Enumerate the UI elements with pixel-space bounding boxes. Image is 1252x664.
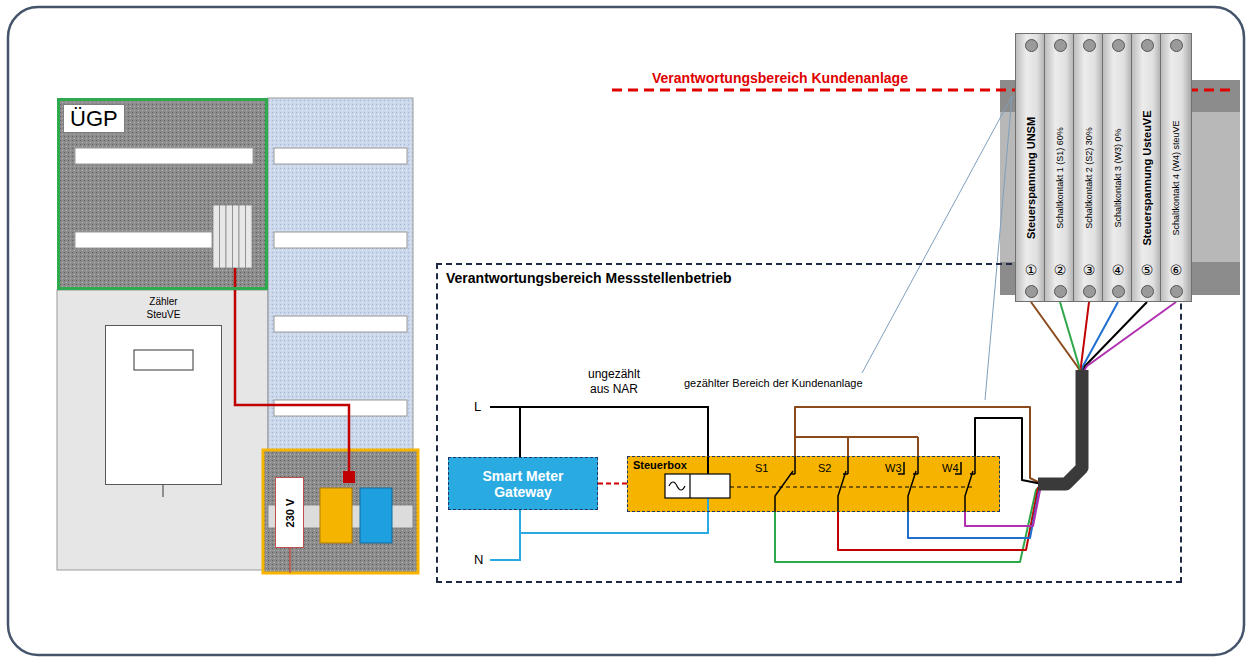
terminal-block: Steuerspannung UNSM ① [1015,33,1047,302]
control-wire [235,268,349,474]
meter-symbol [105,325,222,497]
control-box-fill [627,456,1000,512]
responsibility-region: Verantwortungsbereich Messstellenbetrieb… [436,263,1182,583]
leader-line [862,96,1012,400]
meter-cabinet [274,400,407,416]
terminal-label: Schaltkontakt 2 (S2) 30% [1084,127,1094,229]
callout-label: gezählter Bereich der Kundenanlage [684,376,863,390]
control-field [360,488,392,543]
meter-cabinet [57,290,268,570]
wire-connector [965,302,1176,526]
outer-frame [8,7,1244,655]
wire-connector [775,302,1082,562]
switch-symbol [838,456,848,512]
terminal-number: ③ [1074,262,1104,279]
control-wire [235,268,355,483]
control-wire [343,471,355,483]
terminal-strip-symbol [213,205,252,268]
terminal-strip-symbol [213,205,220,268]
mechanical-link [730,487,975,488]
terminal-number: ⑥ [1161,262,1191,279]
terminal-label: Steuerspannung UNSM [1025,117,1037,239]
meter-symbol [105,325,222,485]
control-field [320,488,352,543]
terminal-block: Schaltkontakt 4 (W4) steuVE ⑥ [1160,33,1192,302]
terminal-block: Schaltkontakt 2 (S2) 30% ③ [1073,33,1105,302]
relay-symbol [665,474,730,498]
signal-link [598,483,627,485]
wire-connector [975,302,1147,484]
wire-note: ungezählt aus NAR [582,367,646,397]
switch-name: S1 [755,461,768,475]
terminal-strip-symbol [233,205,240,268]
meter-cabinet [75,232,212,248]
voltage-label: 230 V [284,498,296,527]
meter-cabinet [274,316,407,332]
meter-symbol [162,485,163,497]
switch-name: W3 [885,461,902,475]
terminal-label: Schaltkontakt 1 (S1) 60% [1055,127,1065,229]
common-feed-wire [795,437,918,456]
terminal-label: Schaltkontakt 3 (W3) 0% [1113,128,1123,227]
meter-cabinet [274,148,407,164]
meter-box: Zähler SteuVE [105,325,222,485]
region-heading: Verantwortungsbereich Messstellenbetrieb [446,270,732,286]
voltage-box: 230 V [275,477,304,548]
meter-cabinet [274,232,407,248]
meter-cabinet [57,98,413,570]
leader-line [985,96,1012,400]
common-feed-wire [795,437,918,456]
terminal-label: Steuerspannung UsteuVE [1141,110,1153,245]
control-field [289,548,291,573]
wire-connector [908,302,1118,538]
terminal-strip-symbol [226,205,233,268]
terminal-number: ④ [1103,262,1133,279]
relay-symbol [669,482,685,490]
terminal-number: ② [1045,262,1075,279]
panel-box: ÜGP [57,98,268,290]
terminal-block: Schaltkontakt 1 (S1) 60% ② [1044,33,1076,302]
meter-label: Zähler SteuVE [138,295,190,321]
terminal-strip-symbol [246,205,253,268]
control-field [263,450,418,573]
gateway-box: Smart Meter Gateway [448,457,598,510]
terminal-number: ⑤ [1132,262,1162,279]
control-field [263,450,418,573]
cable-bundle [1038,370,1082,484]
cable-bundle [1038,370,1082,484]
terminal-number: ① [1016,262,1046,279]
terminal-strip-symbol [220,205,227,268]
leader-line [862,96,1012,373]
switch-symbol [775,456,975,512]
panel-label: ÜGP [63,104,125,133]
mechanical-link [730,487,975,488]
conductor-name: N [474,552,483,568]
device-label: Smart Meter Gateway [467,468,579,500]
relay-symbol [665,474,730,498]
terminal-block: Schaltkontakt 3 (W3) 0% ④ [1102,33,1134,302]
device-label: Steuerbox [633,459,687,471]
outer-frame [8,7,1244,655]
terminal-block: Steuerspannung UsteuVE ⑤ [1131,33,1163,302]
switch-name: S2 [818,461,831,475]
terminal-strip-symbol [239,205,246,268]
terminal-label: Schaltkontakt 4 (W4) steuVE [1171,120,1181,235]
meter-cabinet [75,148,253,164]
control-box-fill [627,456,1000,512]
region-label: Verantwortungsbereich Kundenanlage [652,70,908,87]
meter-cabinet [268,98,413,570]
switch-name: W4 [942,461,959,475]
relay-symbol [689,474,690,498]
meter-symbol [134,350,193,370]
conductor-name: L [474,399,481,415]
wire-connector [838,302,1089,550]
meter-cabinet [57,98,268,290]
switch-symbol [775,456,795,512]
